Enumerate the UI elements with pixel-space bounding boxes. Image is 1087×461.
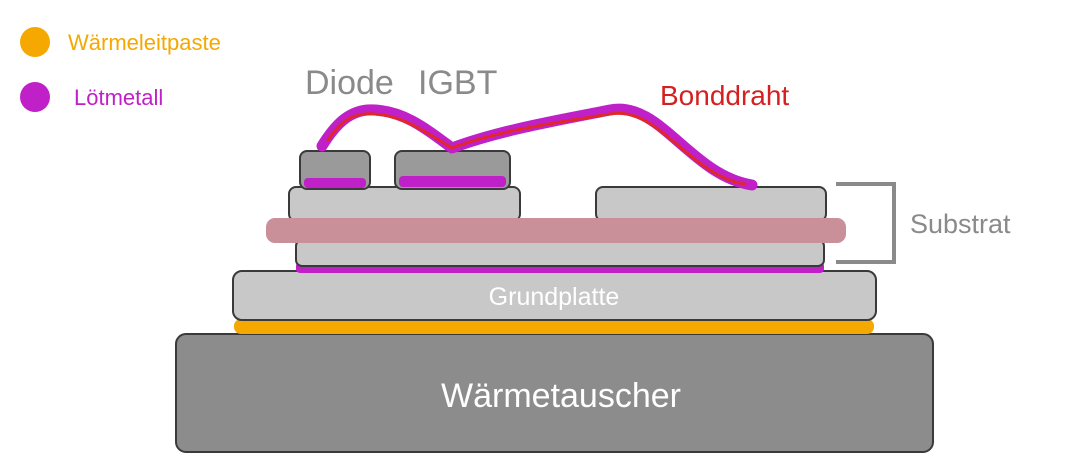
igbt-label: IGBT [418,64,497,102]
waermeleitpaste-legend-label: Wärmeleitpaste [68,30,221,55]
waermetauscher-label: Wärmetauscher [441,377,681,415]
ceramic-layer [266,218,846,243]
diode-solder [304,178,366,188]
bond-wire [316,103,758,191]
substrat-bracket [836,182,896,264]
substrate-top-copper-left [288,186,521,222]
loetmetall-legend-dot [20,82,50,112]
substrat-label: Substrat [910,209,1011,239]
waermeleitpaste-layer [234,319,874,334]
waermeleitpaste-legend-dot [20,27,50,57]
loetmetall-legend-label: Lötmetall [74,85,163,110]
grundplatte-label: Grundplatte [489,283,620,311]
legend: Wärmeleitpaste Lötmetall [20,27,221,112]
substrate-bottom-copper [295,239,825,267]
igbt-solder [399,176,506,187]
substrate-top-copper-right [595,186,827,222]
bonddraht-label: Bonddraht [660,80,789,111]
diode-label: Diode [305,64,394,102]
